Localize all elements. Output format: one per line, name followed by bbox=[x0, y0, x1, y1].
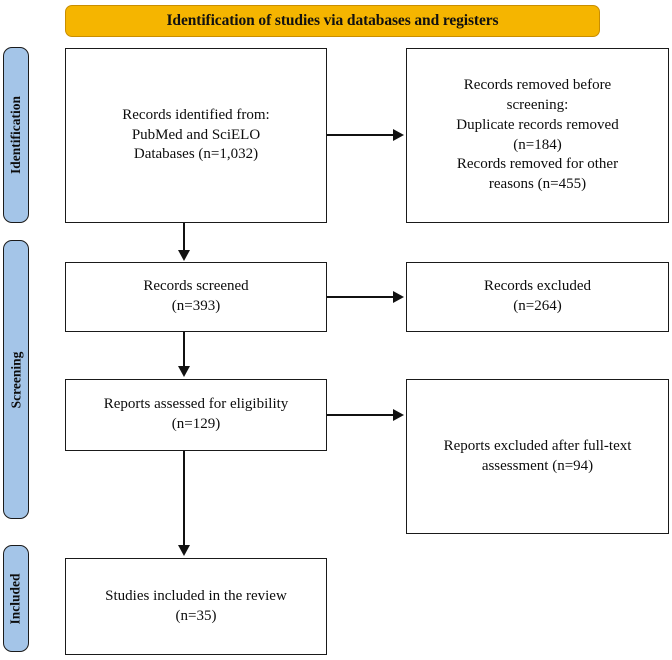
box-reports-assessed-for-eligibility-text: Reports assessed for eligibility (n=129) bbox=[103, 396, 289, 432]
connector-identified-to-screened bbox=[183, 223, 185, 251]
banner-identification-header: Identification of studies via databases … bbox=[65, 5, 600, 37]
box-reports-assessed-for-eligibility: Reports assessed for eligibility (n=129) bbox=[65, 379, 327, 451]
connector-screened-to-eligibility bbox=[183, 332, 185, 367]
connector-eligibility-to-included bbox=[183, 451, 185, 546]
stage-label-screening-text: Screening bbox=[8, 351, 23, 408]
box-studies-included-in-review: Studies included in the review (n=35) bbox=[65, 558, 327, 655]
banner-title: Identification of studies via databases … bbox=[166, 12, 499, 29]
box-reports-excluded-after-full-text: Reports excluded after full-text assessm… bbox=[406, 379, 669, 534]
box-records-screened-text: Records screened (n=393) bbox=[143, 278, 249, 314]
stage-label-screening: Screening bbox=[3, 240, 29, 519]
arrow-down-icon bbox=[178, 545, 190, 556]
box-records-removed-before-screening: Records removed before screening: Duplic… bbox=[406, 48, 669, 223]
stage-label-identification-text: Identification bbox=[8, 95, 24, 175]
stage-label-identification: Identification bbox=[3, 47, 29, 223]
box-studies-included-in-review-text: Studies included in the review (n=35) bbox=[105, 587, 287, 624]
arrow-right-icon bbox=[393, 129, 404, 141]
arrow-down-icon bbox=[178, 250, 190, 261]
box-records-excluded: Records excluded (n=264) bbox=[406, 262, 669, 332]
stage-label-included: Included bbox=[3, 545, 29, 652]
box-records-identified-text: Records identified from: PubMed and SciE… bbox=[122, 106, 270, 163]
arrow-down-icon bbox=[178, 366, 190, 377]
stage-label-included-text: Included bbox=[8, 572, 23, 625]
connector-screened-to-excluded bbox=[327, 296, 395, 298]
arrow-right-icon bbox=[393, 291, 404, 303]
connector-identified-to-removed bbox=[327, 134, 395, 136]
box-records-screened: Records screened (n=393) bbox=[65, 262, 327, 332]
box-records-excluded-text: Records excluded (n=264) bbox=[483, 278, 592, 314]
connector-eligibility-to-reports-excluded bbox=[327, 414, 395, 416]
box-records-removed-before-screening-text: Records removed before screening: Duplic… bbox=[456, 76, 619, 193]
arrow-right-icon bbox=[393, 409, 404, 421]
box-reports-excluded-after-full-text-text: Reports excluded after full-text assessm… bbox=[443, 437, 632, 474]
box-records-identified: Records identified from: PubMed and SciE… bbox=[65, 48, 327, 223]
